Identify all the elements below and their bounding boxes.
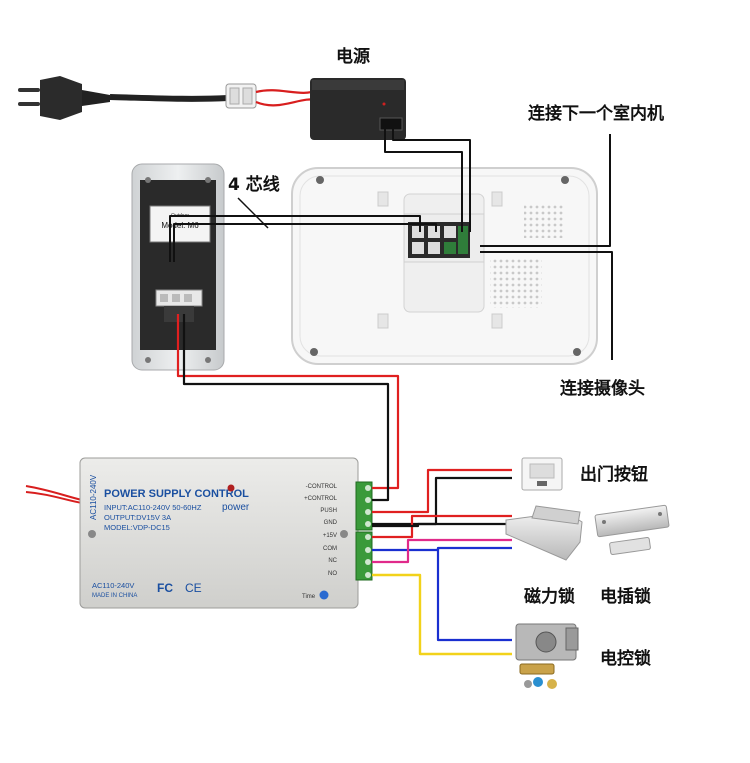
time-knob-icon xyxy=(319,590,329,600)
label-connect-camera: 连接摄像头 xyxy=(560,378,645,399)
terminal-label: GND xyxy=(324,520,338,526)
psu-spec-output: OUTPUT:DV15V 3A xyxy=(104,513,171,522)
power-plug xyxy=(18,76,229,120)
exit-button-device xyxy=(521,457,563,491)
no-wire-yellow xyxy=(372,573,512,656)
electric-control-lock xyxy=(515,623,579,689)
psu-spec-input: INPUT:AC110-240V 50-60HZ xyxy=(104,503,202,512)
leader-line xyxy=(237,197,269,229)
terminal-label: +CONTROL xyxy=(304,496,338,502)
next-indoor-leader xyxy=(480,134,611,247)
com-wire-blue xyxy=(372,546,512,552)
monitor-connector-block xyxy=(408,222,470,258)
terminal-label: NO xyxy=(328,571,337,577)
terminal-label: NC xyxy=(328,558,337,564)
label-electric-bolt-lock: 电插锁 xyxy=(600,586,651,607)
psu-terminal-blocks xyxy=(355,481,373,581)
adapter-to-monitor-wire xyxy=(384,128,463,232)
terminal-connector xyxy=(225,83,257,109)
camera-leader xyxy=(480,251,613,360)
magnetic-lock xyxy=(505,505,583,561)
psu-power-label: power xyxy=(222,502,250,513)
power-supply-control: AC110-240V POWER SUPPLY CONTROL power IN… xyxy=(25,457,373,609)
wires xyxy=(169,128,613,656)
label-electric-control-lock: 电控锁 xyxy=(600,648,651,669)
label-next-indoor-unit: 连接下一个室内机 xyxy=(528,103,664,124)
terminal-label: +15V xyxy=(323,533,337,539)
control-wire-red xyxy=(176,314,400,490)
labels: 电源 连接下一个室内机 4 芯线 连接摄像头 出门按钮 磁力锁 电插锁 电控锁 xyxy=(228,46,664,669)
lock-wire-black xyxy=(372,522,512,528)
ac-input-wires xyxy=(255,88,319,107)
psu-made-in: MADE IN CHINA xyxy=(92,593,137,599)
speaker-grille-top xyxy=(524,204,564,238)
power-adapter xyxy=(310,78,406,140)
psu-title: POWER SUPPLY CONTROL xyxy=(104,488,249,500)
control-wire-black xyxy=(182,314,390,502)
electric-bolt-lock xyxy=(594,504,670,555)
nc-wire-pink xyxy=(372,538,512,564)
label-four-core-wire: 4 芯线 xyxy=(228,174,280,195)
psu-side-label: AC110-240V xyxy=(89,474,98,520)
terminal-label: PUSH xyxy=(320,508,337,514)
psu-bottom-voltage: AC110-240V xyxy=(92,581,134,590)
speaker-grille-bottom xyxy=(490,258,542,308)
exit-button-wire-black xyxy=(372,476,512,526)
adapter-to-monitor-wire xyxy=(392,128,471,232)
psu-time-label: Time xyxy=(302,594,316,600)
model-plate-text: Model: M6 xyxy=(161,221,199,230)
four-core-wire xyxy=(173,223,437,262)
terminal-label: -CONTROL xyxy=(306,484,338,490)
exit-button-wire-red xyxy=(372,468,512,514)
label-power-source: 电源 xyxy=(336,46,370,67)
cert-ce-mark: CE xyxy=(185,581,202,595)
cert-fc-mark: FC xyxy=(157,581,173,595)
psu-terminal-labels: -CONTROL +CONTROL PUSH GND +15V COM NC N… xyxy=(304,484,338,577)
terminal-label: COM xyxy=(323,546,337,552)
com-wire-blue-branch xyxy=(436,548,512,642)
label-exit-button: 出门按钮 xyxy=(580,464,648,485)
label-magnetic-lock: 磁力锁 xyxy=(524,586,575,607)
psu-spec-model: MODEL:VDP-DC15 xyxy=(104,523,170,532)
indoor-monitor xyxy=(291,167,598,365)
